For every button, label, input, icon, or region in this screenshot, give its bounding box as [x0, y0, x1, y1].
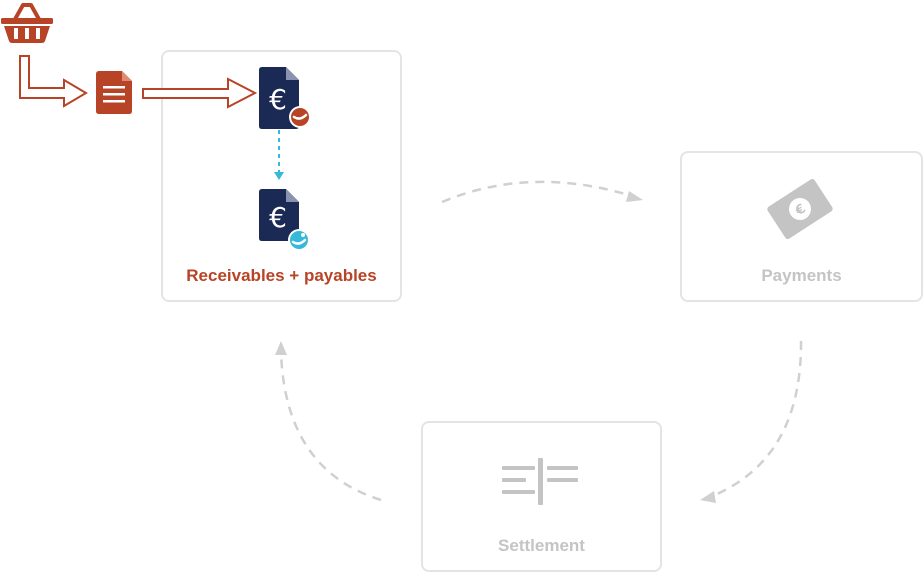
- settlement-to-receivables-arrow: [279, 351, 382, 502]
- payments-label: Payments: [761, 266, 842, 285]
- document-to-invoice-arrow: [142, 77, 258, 109]
- settlement-label: Settlement: [498, 536, 585, 555]
- document-icon: [96, 71, 132, 114]
- receivables-payables-label: Receivables + payables: [186, 266, 377, 285]
- invoice-link-arrow: [274, 130, 284, 180]
- payments-card: Payments: [680, 151, 923, 302]
- cycle-arrowheads: [275, 191, 716, 503]
- cycle-arrows: [279, 180, 803, 502]
- svg-text:€: €: [269, 201, 287, 234]
- euro-invoice-outgoing-icon: €: [259, 67, 311, 129]
- svg-text:€: €: [269, 83, 287, 116]
- payments-to-settlement-arrow: [709, 340, 803, 499]
- receivables-to-payments-arrow: [441, 180, 633, 204]
- euro-banknote-icon: €: [767, 178, 833, 240]
- settlement-scale-icon: [502, 458, 578, 505]
- shopping-basket-icon: [1, 3, 53, 43]
- euro-invoice-incoming-icon: €: [259, 189, 310, 251]
- basket-to-document-arrow: [19, 55, 88, 108]
